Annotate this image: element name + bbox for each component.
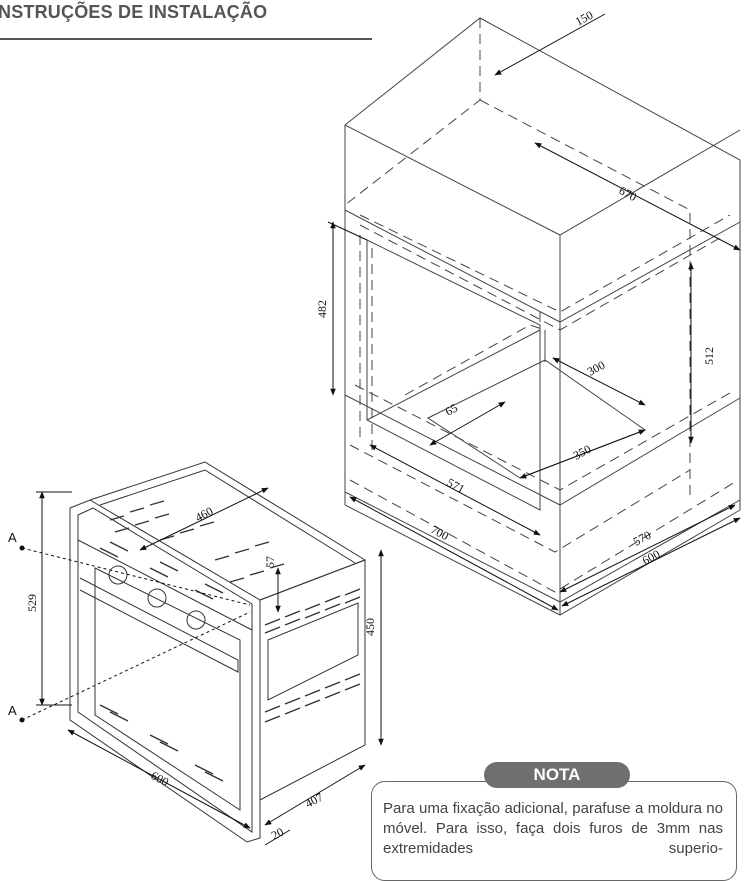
dim-57: 57 bbox=[263, 556, 277, 568]
header-bar: NSTRUÇÕES DE INSTALAÇÃO bbox=[0, 0, 372, 40]
fix-point-label-top: A bbox=[8, 530, 17, 545]
cabinet-dimension-lines bbox=[327, 13, 741, 611]
dim-20: 20 bbox=[269, 825, 286, 843]
oven-vents bbox=[99, 500, 361, 782]
dim-482: 482 bbox=[315, 300, 329, 318]
note-text: Para uma fixação adicional, parafuse a m… bbox=[383, 800, 723, 857]
dim-570: 570 bbox=[631, 528, 653, 549]
dim-571: 571 bbox=[445, 475, 467, 496]
oven-dimension-lines bbox=[21, 487, 384, 846]
dim-670: 670 bbox=[617, 183, 639, 204]
dim-512: 512 bbox=[702, 347, 716, 365]
dim-600-cabinet: 600 bbox=[640, 547, 662, 568]
dim-450: 450 bbox=[363, 618, 377, 636]
dim-150: 150 bbox=[573, 8, 595, 29]
oven-drawing bbox=[69, 461, 367, 843]
dim-407: 407 bbox=[303, 790, 325, 811]
dim-600-oven: 600 bbox=[149, 768, 171, 789]
dim-460: 460 bbox=[193, 504, 215, 525]
dim-529: 529 bbox=[25, 594, 39, 612]
fix-point-label-bottom: A bbox=[8, 703, 17, 718]
oven-dimension-labels: 460 529 57 450 600 407 20 A A bbox=[8, 504, 377, 843]
dim-350: 350 bbox=[571, 442, 593, 463]
dim-700: 700 bbox=[429, 522, 451, 543]
fixing-screws bbox=[19, 545, 25, 723]
cabinet-drawing bbox=[344, 17, 741, 616]
page-title: NSTRUÇÕES DE INSTALAÇÃO bbox=[0, 2, 268, 22]
dim-65: 65 bbox=[443, 401, 460, 419]
note-title: NOTA bbox=[484, 762, 630, 788]
cabinet-dimension-labels: 150 670 482 512 300 65 350 571 700 570 6… bbox=[315, 8, 716, 568]
